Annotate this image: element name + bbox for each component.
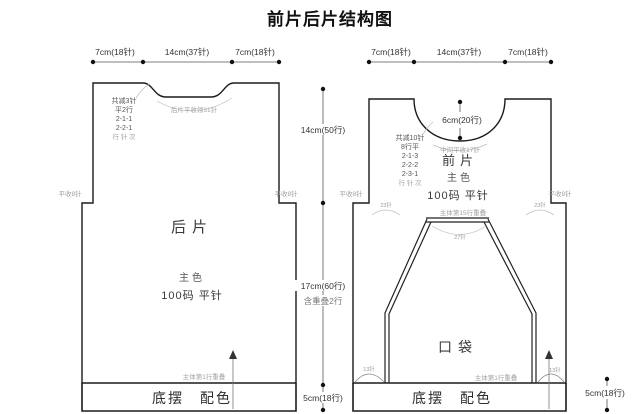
back-neck-width-dim: 14cm(37针) [165, 47, 210, 57]
dim-dot [320, 200, 326, 206]
front-piece-outline [352, 98, 567, 384]
armhole-depth-dim: 14cm(50行) [301, 125, 346, 135]
front-corner-right-count: 13针 [549, 366, 561, 374]
front-shoulder-left-dim: 7cm(18针) [371, 47, 411, 57]
front-shoulder-right-dim: 7cm(18针) [508, 47, 548, 57]
front-neck-notes: 共减10针 8行平 2-1-3 2-2-2 2-3-1 行 针 次 [396, 133, 425, 187]
back-neck-notes: 共减3针 平2行 2-1-1 2-2-1 行 针 次 [112, 96, 137, 141]
pocket-right-count-brace [525, 209, 555, 216]
pocket-left-edge [384, 218, 428, 383]
front-corner-left-brace [354, 373, 385, 383]
back-neck-note-line: 2-1-1 [116, 116, 132, 123]
front-neck-bindoff-note: 中间平收17针 [440, 145, 480, 154]
pocket-left-edge [388, 221, 432, 383]
front-armhole-left-note: 平收8针 [339, 189, 363, 198]
dim-dot [457, 99, 463, 105]
label-bg [298, 295, 348, 306]
back-neck-brace [156, 97, 233, 112]
front-neck-note-line: 2-2-2 [402, 162, 418, 169]
label-bg [299, 392, 347, 403]
body-length-note: 含重叠2行 [304, 296, 343, 306]
dim-dot [411, 59, 417, 65]
front-piece: 7cm(18针) 14cm(37针) 7cm(18针) 6cm(20行) 共减1… [339, 47, 572, 412]
front-piece-name: 前片 [442, 153, 478, 168]
front-neck-note-line: 行 针 次 [398, 178, 422, 187]
pocket-overlap-note: 主体第15行重叠 [440, 208, 487, 217]
right-hem-dimension: 5cm(18行) [585, 376, 625, 413]
back-piece: 7cm(18针) 14cm(37针) 7cm(18针) 共减3针 平2行 2-1… [58, 47, 298, 412]
front-neck-note-line: 共减10针 [396, 133, 425, 142]
pocket-left-count-brace [371, 209, 401, 216]
hem-height-right-dim: 5cm(18行) [585, 388, 625, 398]
dim-dot [320, 86, 326, 92]
back-piece-outline [81, 82, 297, 384]
front-neck-depth-dim: 6cm(20行) [442, 115, 482, 125]
pocket-right-edge [483, 221, 533, 383]
pocket: 口袋 主体第15行重叠 27针 23针 23针 [371, 201, 555, 383]
dim-dot [320, 407, 326, 413]
front-corner-left-count: 13针 [363, 365, 375, 373]
back-neck-bindoff-note: 后片平收领31针 [171, 105, 218, 114]
front-neck-note-line: 2-3-1 [402, 171, 418, 178]
hem-height-dim: 5cm(18行) [303, 393, 343, 403]
dim-dot [604, 376, 610, 382]
label-bg [295, 124, 351, 135]
front-hem-label: 底摆 配色 [412, 390, 492, 406]
pocket-top-count: 27针 [454, 233, 466, 241]
dim-dot [548, 59, 554, 65]
dim-dot [276, 59, 282, 65]
pocket-right-edge [487, 218, 537, 383]
front-corner-right-brace [537, 373, 565, 383]
pocket-label: 口袋 [438, 339, 478, 355]
back-neck-leader-line [135, 83, 151, 99]
back-overlap-note: 主体第1行重叠 [183, 372, 226, 381]
vertical-dimensions: 14cm(50行) 17cm(60行) 含重叠2行 5cm(18行) [295, 86, 351, 413]
dim-dot [502, 59, 508, 65]
page-title: 前片后片结构图 [267, 9, 393, 29]
dim-dot [604, 407, 610, 413]
front-neck-note-line: 2-1-3 [402, 153, 418, 160]
back-shoulder-right-dim: 7cm(18针) [235, 47, 275, 57]
back-shoulder-left-dim: 7cm(18针) [95, 47, 135, 57]
back-overlap-arrow-icon [229, 350, 237, 359]
dim-dot [457, 135, 463, 141]
front-neck-width-dim: 14cm(37针) [437, 47, 482, 57]
back-hem-label: 底摆 配色 [152, 390, 232, 406]
back-hem-band [81, 383, 297, 412]
back-neck-note-line: 共减3针 [112, 96, 137, 105]
dim-dot [366, 59, 372, 65]
front-color-label: 主色 [447, 171, 473, 184]
front-overlap-arrow-icon [545, 350, 553, 359]
dim-dot [229, 59, 235, 65]
front-gauge-label: 100码 平针 [427, 188, 488, 202]
front-neck-leader-line [421, 121, 434, 137]
back-neck-note-line: 2-2-1 [116, 125, 132, 132]
front-armhole-right-note: 平收8针 [548, 189, 572, 198]
front-overlap-note: 主体第1行重叠 [475, 373, 518, 382]
back-gauge-label: 100码 平针 [161, 288, 222, 302]
body-length-dim: 17cm(60行) [301, 281, 346, 291]
pocket-left-count: 23针 [380, 201, 392, 209]
front-hem-band [352, 383, 567, 412]
front-neck-note-line: 8行平 [401, 142, 419, 151]
dim-dot [90, 59, 96, 65]
front-neck-brace [432, 143, 488, 152]
pocket-top-brace [431, 225, 487, 235]
dim-dot [320, 382, 326, 388]
pocket-right-count: 23针 [534, 201, 546, 209]
back-neck-note-line: 行 针 次 [112, 132, 136, 141]
back-armhole-left-note: 平收8针 [58, 189, 82, 198]
back-neck-note-line: 平2行 [115, 105, 133, 114]
back-armhole-right-note: 平收8针 [274, 189, 298, 198]
dim-dot [140, 59, 146, 65]
label-bg [295, 280, 351, 291]
back-piece-name: 后片 [171, 219, 213, 236]
back-color-label: 主色 [179, 271, 205, 284]
